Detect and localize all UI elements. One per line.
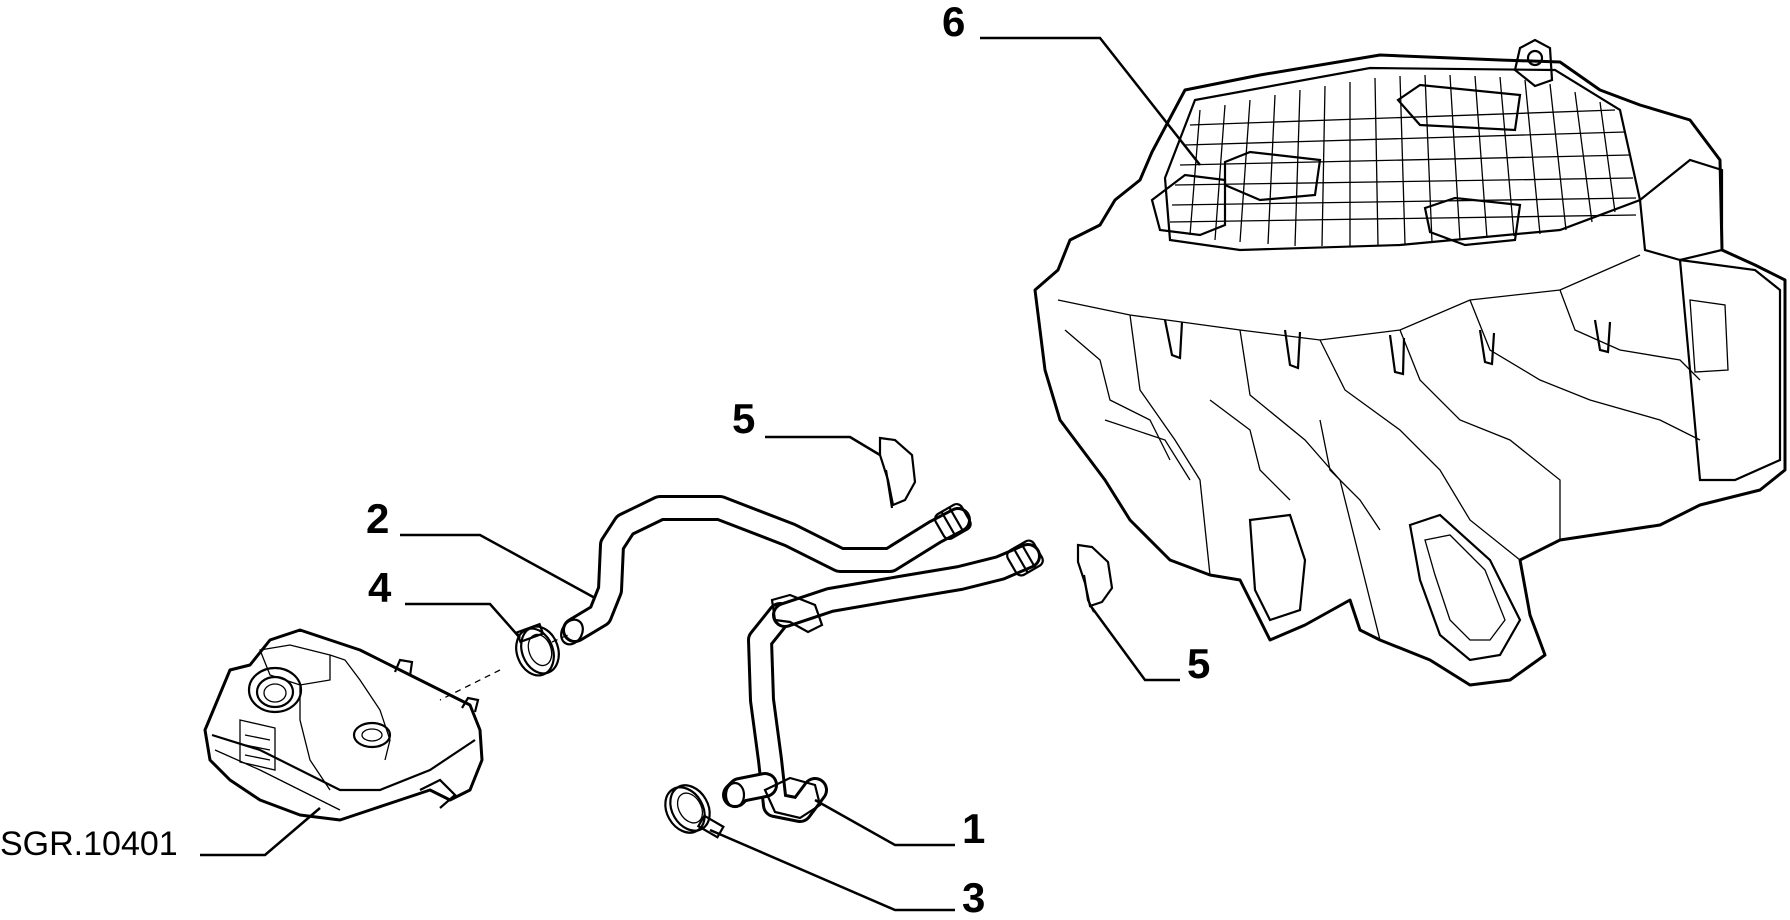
heater-unit — [1033, 38, 1787, 687]
callout-2: 2 — [366, 495, 389, 542]
clamp-4 — [515, 622, 560, 677]
callout-3: 3 — [962, 874, 985, 920]
callout-5-right: 5 — [1187, 640, 1210, 687]
assembly-lines — [439, 634, 569, 701]
clip-5-top — [878, 436, 917, 509]
expansion-tank — [203, 628, 484, 822]
hose-2 — [560, 495, 972, 646]
callout-5-top: 5 — [732, 395, 755, 442]
leader-lines — [200, 36, 1201, 912]
clamp-3 — [664, 784, 725, 839]
clip-5-right — [1076, 543, 1114, 613]
callout-6: 6 — [942, 0, 965, 45]
pipe-1 — [722, 539, 1044, 823]
reference-code: SGR.10401 — [0, 825, 178, 863]
callout-4: 4 — [368, 564, 392, 611]
callout-1: 1 — [962, 805, 985, 852]
